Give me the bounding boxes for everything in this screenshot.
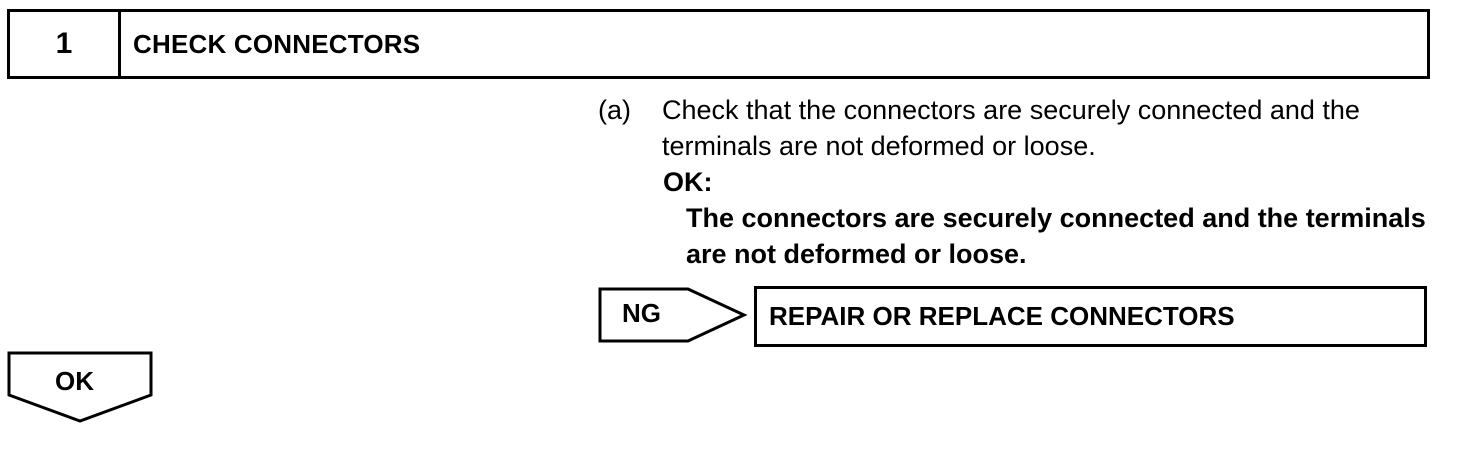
ng-action-box: REPAIR OR REPLACE CONNECTORS <box>754 286 1427 347</box>
step-header: 1 CHECK CONNECTORS <box>7 9 1430 79</box>
down-arrow-icon <box>7 351 153 423</box>
right-arrow-icon <box>598 287 748 343</box>
instruction-label: (a) <box>598 95 631 125</box>
ok-label: OK <box>55 366 94 396</box>
ok-branch-arrow: OK <box>7 351 155 425</box>
step-number: 1 <box>10 12 121 76</box>
ng-branch-arrow: NG <box>598 287 748 343</box>
step-title: CHECK CONNECTORS <box>133 28 421 59</box>
ng-label: NG <box>622 298 661 328</box>
ok-result-detail: The connectors are securely connected an… <box>686 203 1426 269</box>
ok-result-heading: OK: <box>663 167 713 197</box>
instruction-text: Check that the connectors are securely c… <box>662 95 1360 161</box>
